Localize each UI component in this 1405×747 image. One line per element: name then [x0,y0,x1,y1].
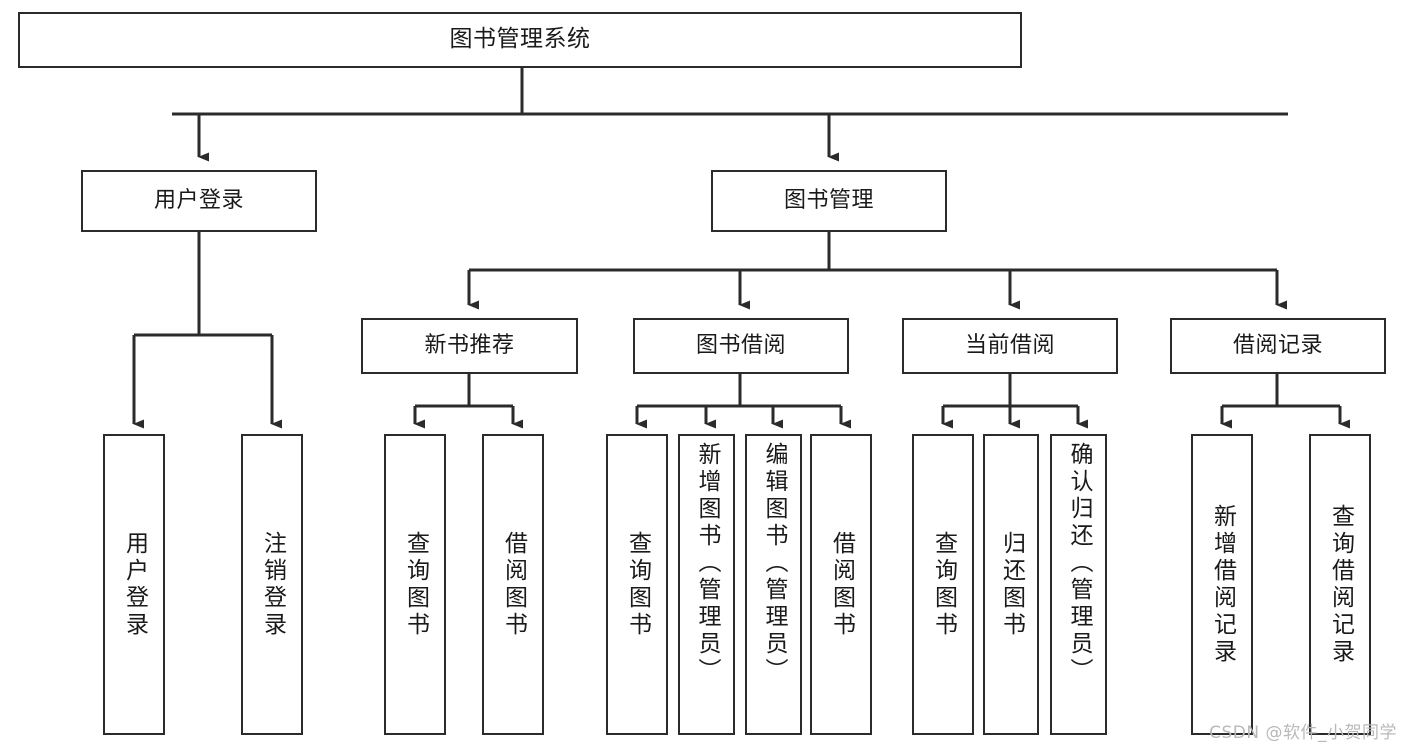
leaf-query-book-borrow[interactable]: 查询图书 [606,434,668,735]
node-borrow-record[interactable]: 借阅记录 [1170,318,1386,374]
leaf-borrow-book[interactable]: 借阅图书 [810,434,872,735]
node-label: 借阅图书 [828,530,855,639]
node-label: 图书管理 [783,188,874,214]
node-label: 借阅记录 [1232,333,1323,359]
node-label: 编辑图书（管理员） [761,442,787,685]
leaf-edit-book-admin[interactable]: 编辑图书（管理员） [745,434,802,735]
node-label: 当前借阅 [964,333,1055,359]
node-root-system[interactable]: 图书管理系统 [18,12,1022,68]
node-book-borrow[interactable]: 图书借阅 [633,318,849,374]
node-label: 查询图书 [402,530,429,639]
watermark-text: CSDN @软件_小贺同学 [1209,723,1397,743]
leaf-query-borrow-record[interactable]: 查询借阅记录 [1309,434,1371,735]
node-label: 查询图书 [624,530,651,639]
node-label: 图书借阅 [695,333,786,359]
leaf-query-book-current[interactable]: 查询图书 [912,434,974,735]
node-current-borrow[interactable]: 当前借阅 [902,318,1118,374]
node-label: 确认归还（管理员） [1066,442,1092,685]
leaf-confirm-return-admin[interactable]: 确认归还（管理员） [1050,434,1107,735]
node-user-login[interactable]: 用户登录 [81,170,317,232]
leaf-add-book-admin[interactable]: 新增图书（管理员） [678,434,735,735]
leaf-logout[interactable]: 注销登录 [241,434,303,735]
node-new-book-recommend[interactable]: 新书推荐 [361,318,578,374]
node-label: 借阅图书 [500,530,527,639]
leaf-add-borrow-record[interactable]: 新增借阅记录 [1191,434,1253,735]
node-label: 新书推荐 [424,333,515,359]
node-label: 新增借阅记录 [1209,503,1236,666]
node-label: 查询图书 [930,530,957,639]
node-book-management[interactable]: 图书管理 [711,170,947,232]
leaf-return-book[interactable]: 归还图书 [983,434,1039,735]
leaf-user-login[interactable]: 用户登录 [103,434,165,735]
leaf-borrow-book-new[interactable]: 借阅图书 [482,434,544,735]
node-label: 注销登录 [259,530,286,639]
node-label: 查询借阅记录 [1327,503,1354,666]
node-label: 归还图书 [998,530,1025,639]
node-label: 新增图书（管理员） [694,442,720,685]
node-label: 用户登录 [153,188,244,214]
leaf-query-book-new[interactable]: 查询图书 [384,434,446,735]
node-label: 图书管理系统 [449,26,591,53]
node-label: 用户登录 [121,530,148,639]
